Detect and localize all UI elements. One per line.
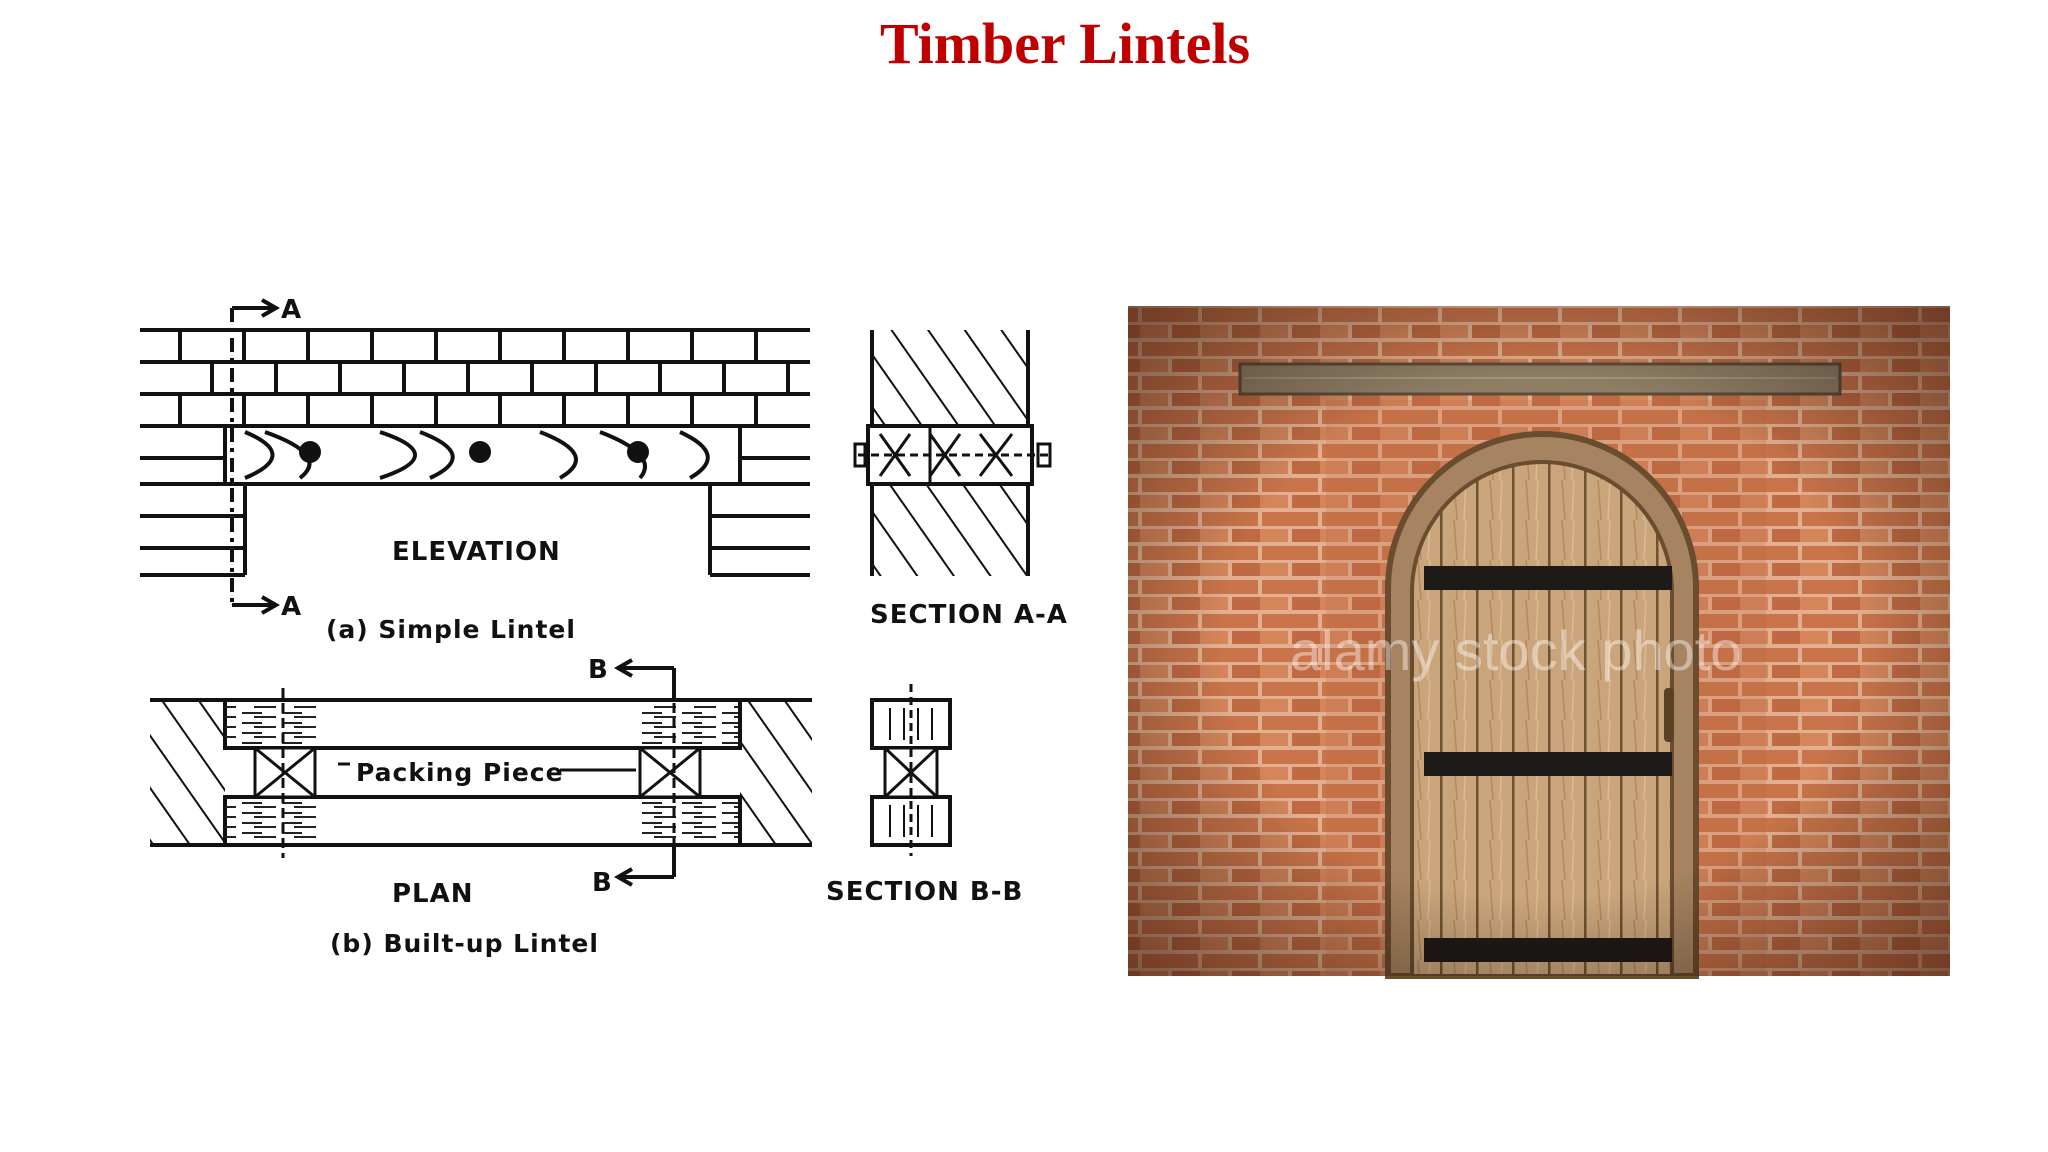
section-marker-b-bottom: B: [592, 868, 613, 898]
slide-title: Timber Lintels: [879, 11, 1251, 76]
section-marker-b-top: B: [588, 655, 609, 685]
elevation-label: ELEVATION: [392, 537, 561, 567]
elevation-drawing: [140, 298, 810, 615]
section-aa-label: SECTION A-A: [870, 600, 1068, 630]
plan-drawing: [150, 658, 812, 887]
builtup-lintel-caption: (b) Built-up Lintel: [330, 929, 599, 958]
section-marker-a-bottom: A: [281, 592, 302, 622]
section-bb-drawing: [870, 684, 952, 856]
section-marker-a-top: A: [281, 295, 302, 325]
elevation-bolts: [299, 441, 649, 463]
section-bb-label: SECTION B-B: [826, 877, 1023, 907]
plan-label: PLAN: [392, 879, 474, 909]
door-photo: alamy stock photo: [1128, 306, 1950, 979]
section-aa-drawing: [853, 330, 1052, 576]
simple-lintel-caption: (a) Simple Lintel: [326, 615, 576, 644]
packing-piece-label: Packing Piece: [356, 758, 564, 787]
photo-watermark: alamy stock photo: [1290, 619, 1741, 682]
